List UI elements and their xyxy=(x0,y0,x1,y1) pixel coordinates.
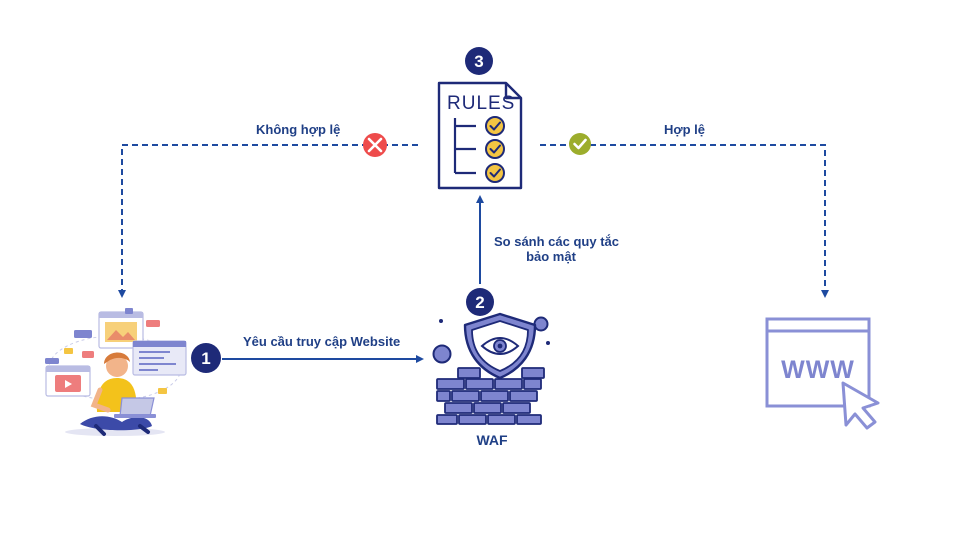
accept-icon xyxy=(569,133,591,155)
check-icon xyxy=(485,163,505,183)
user-laptop-illustration xyxy=(45,308,187,436)
code-window-icon xyxy=(45,365,91,397)
request-label: Yêu cầu truy cập Website xyxy=(243,334,401,349)
step-badge-1: 1 xyxy=(191,343,221,373)
compare-label-line1: So sánh các quy tắc xyxy=(494,234,619,249)
code-window-icon xyxy=(98,311,144,349)
eye-icon xyxy=(480,337,520,355)
brick-wall xyxy=(436,367,545,425)
svg-text:3: 3 xyxy=(474,52,483,71)
svg-text:2: 2 xyxy=(475,293,484,312)
invalid-connector xyxy=(118,144,418,298)
rules-title: RULES xyxy=(447,93,515,114)
step-badge-2: 2 xyxy=(466,288,494,316)
valid-label: Hợp lệ xyxy=(664,122,706,137)
waf-firewall-icon xyxy=(432,312,550,425)
step-badge-3: 3 xyxy=(465,47,493,75)
waf-label: WAF xyxy=(476,432,508,448)
compare-label-line2: bảo mật xyxy=(526,249,576,264)
website-www-text: WWW xyxy=(781,356,855,384)
check-icon xyxy=(485,116,505,136)
rules-document-icon: RULES xyxy=(437,81,523,190)
invalid-label: Không hợp lệ xyxy=(256,122,341,137)
person-icon xyxy=(80,352,156,436)
reject-icon xyxy=(363,133,387,157)
check-icon xyxy=(485,139,505,159)
cursor-icon xyxy=(841,381,880,430)
website-icon: WWW xyxy=(765,317,880,430)
code-window-icon xyxy=(132,340,187,376)
valid-connector xyxy=(540,144,829,298)
svg-text:1: 1 xyxy=(201,349,210,368)
